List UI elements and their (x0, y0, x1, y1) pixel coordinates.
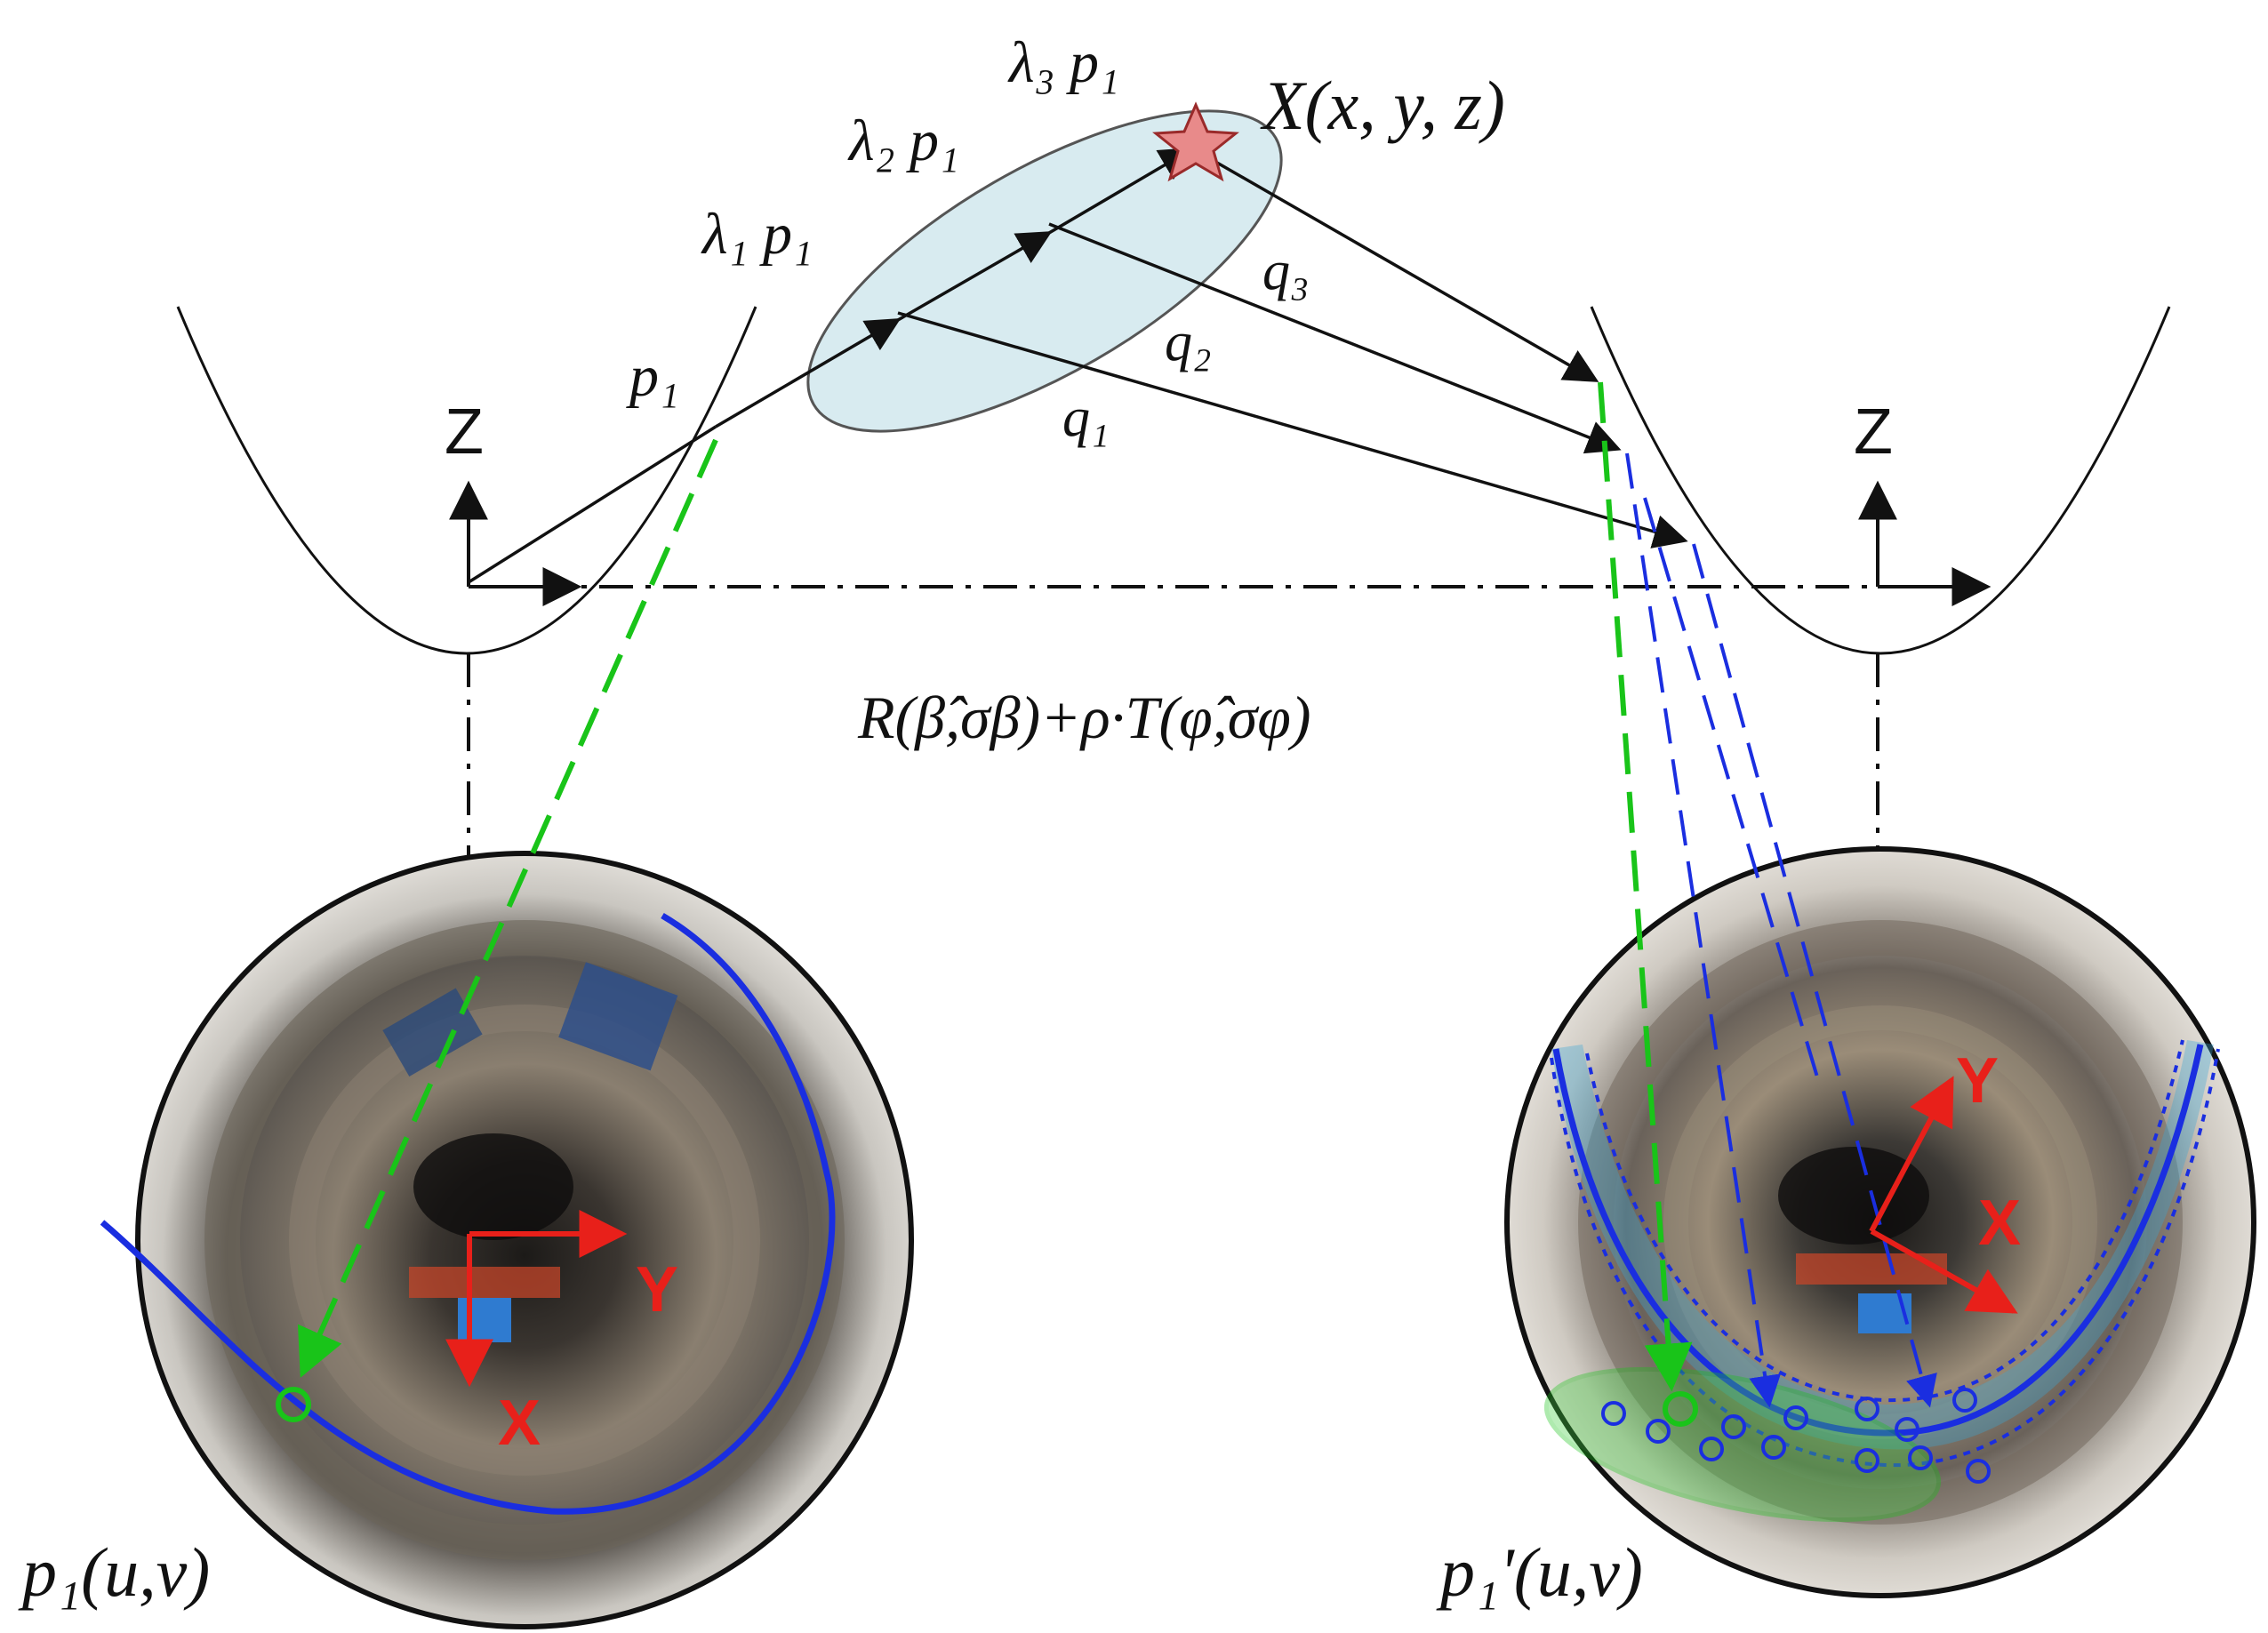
label-lambda3-p1: λ₃ p₁ (1007, 30, 1119, 95)
label-p1prime-uv: p₁'(u,v) (1436, 1533, 1643, 1611)
ray-q2 (1048, 222, 1622, 454)
left-epipolar-curve (100, 912, 836, 1515)
label-transform: R(β̂,σβ)+ρ·T(φ̂,σφ) (857, 684, 1311, 751)
left-img-x-label: X (498, 1388, 541, 1459)
ray-camera-to-p1 (468, 425, 717, 584)
left-z-label: Z (445, 396, 484, 468)
label-lambda2-p1: λ₂ p₁ (847, 108, 959, 173)
left-mirror-parabola (176, 306, 757, 655)
right-img-x-axis (1870, 1229, 2018, 1314)
ray-q1 (897, 311, 1688, 548)
ray-q3 (1204, 154, 1599, 382)
right-blue-projection-1 (1625, 452, 1782, 1408)
left-img-y-label: Y (636, 1254, 678, 1325)
label-point-X: X(x, y, z) (1260, 67, 1505, 144)
right-img-y-label: Y (1956, 1045, 1999, 1117)
right-observed-point (1663, 1391, 1698, 1427)
right-epipolar-curve (1552, 1044, 2204, 1437)
left-green-projection (297, 438, 718, 1378)
label-lambda1-p1: λ₁ p₁ (701, 202, 813, 267)
right-epipolar-band (1551, 1040, 2214, 1450)
label-q1: q₁ (1062, 388, 1110, 448)
ray-p1-to-lambda1 (715, 318, 902, 428)
label-p1-uv: p₁(u,v) (18, 1533, 210, 1611)
label-q2: q₂ (1165, 312, 1212, 372)
ray-lambda2-to-lambda3 (1048, 148, 1195, 235)
depth-uncertainty-ellipse (806, 109, 1283, 433)
label-p1: p₁ (626, 344, 679, 409)
world-point-star (1152, 101, 1239, 182)
right-green-projection (1598, 381, 1693, 1392)
left-observed-point (276, 1387, 311, 1422)
right-img-y-axis (1869, 1076, 1954, 1233)
left-fisheye-image (135, 851, 914, 1629)
right-img-x-label: X (1978, 1188, 2021, 1259)
right-mirror-parabola (1590, 306, 2171, 655)
right-blue-projection-3 (1692, 543, 1937, 1408)
right-z-label: Z (1854, 396, 1893, 468)
label-q3: q₃ (1262, 241, 1310, 301)
right-epipolar-bound-upper (1585, 1039, 2184, 1403)
right-epipolar-bound-lower (1550, 1048, 2220, 1468)
ray-lambda1-to-lambda2 (897, 231, 1053, 322)
candidate-points (1601, 1388, 1991, 1484)
